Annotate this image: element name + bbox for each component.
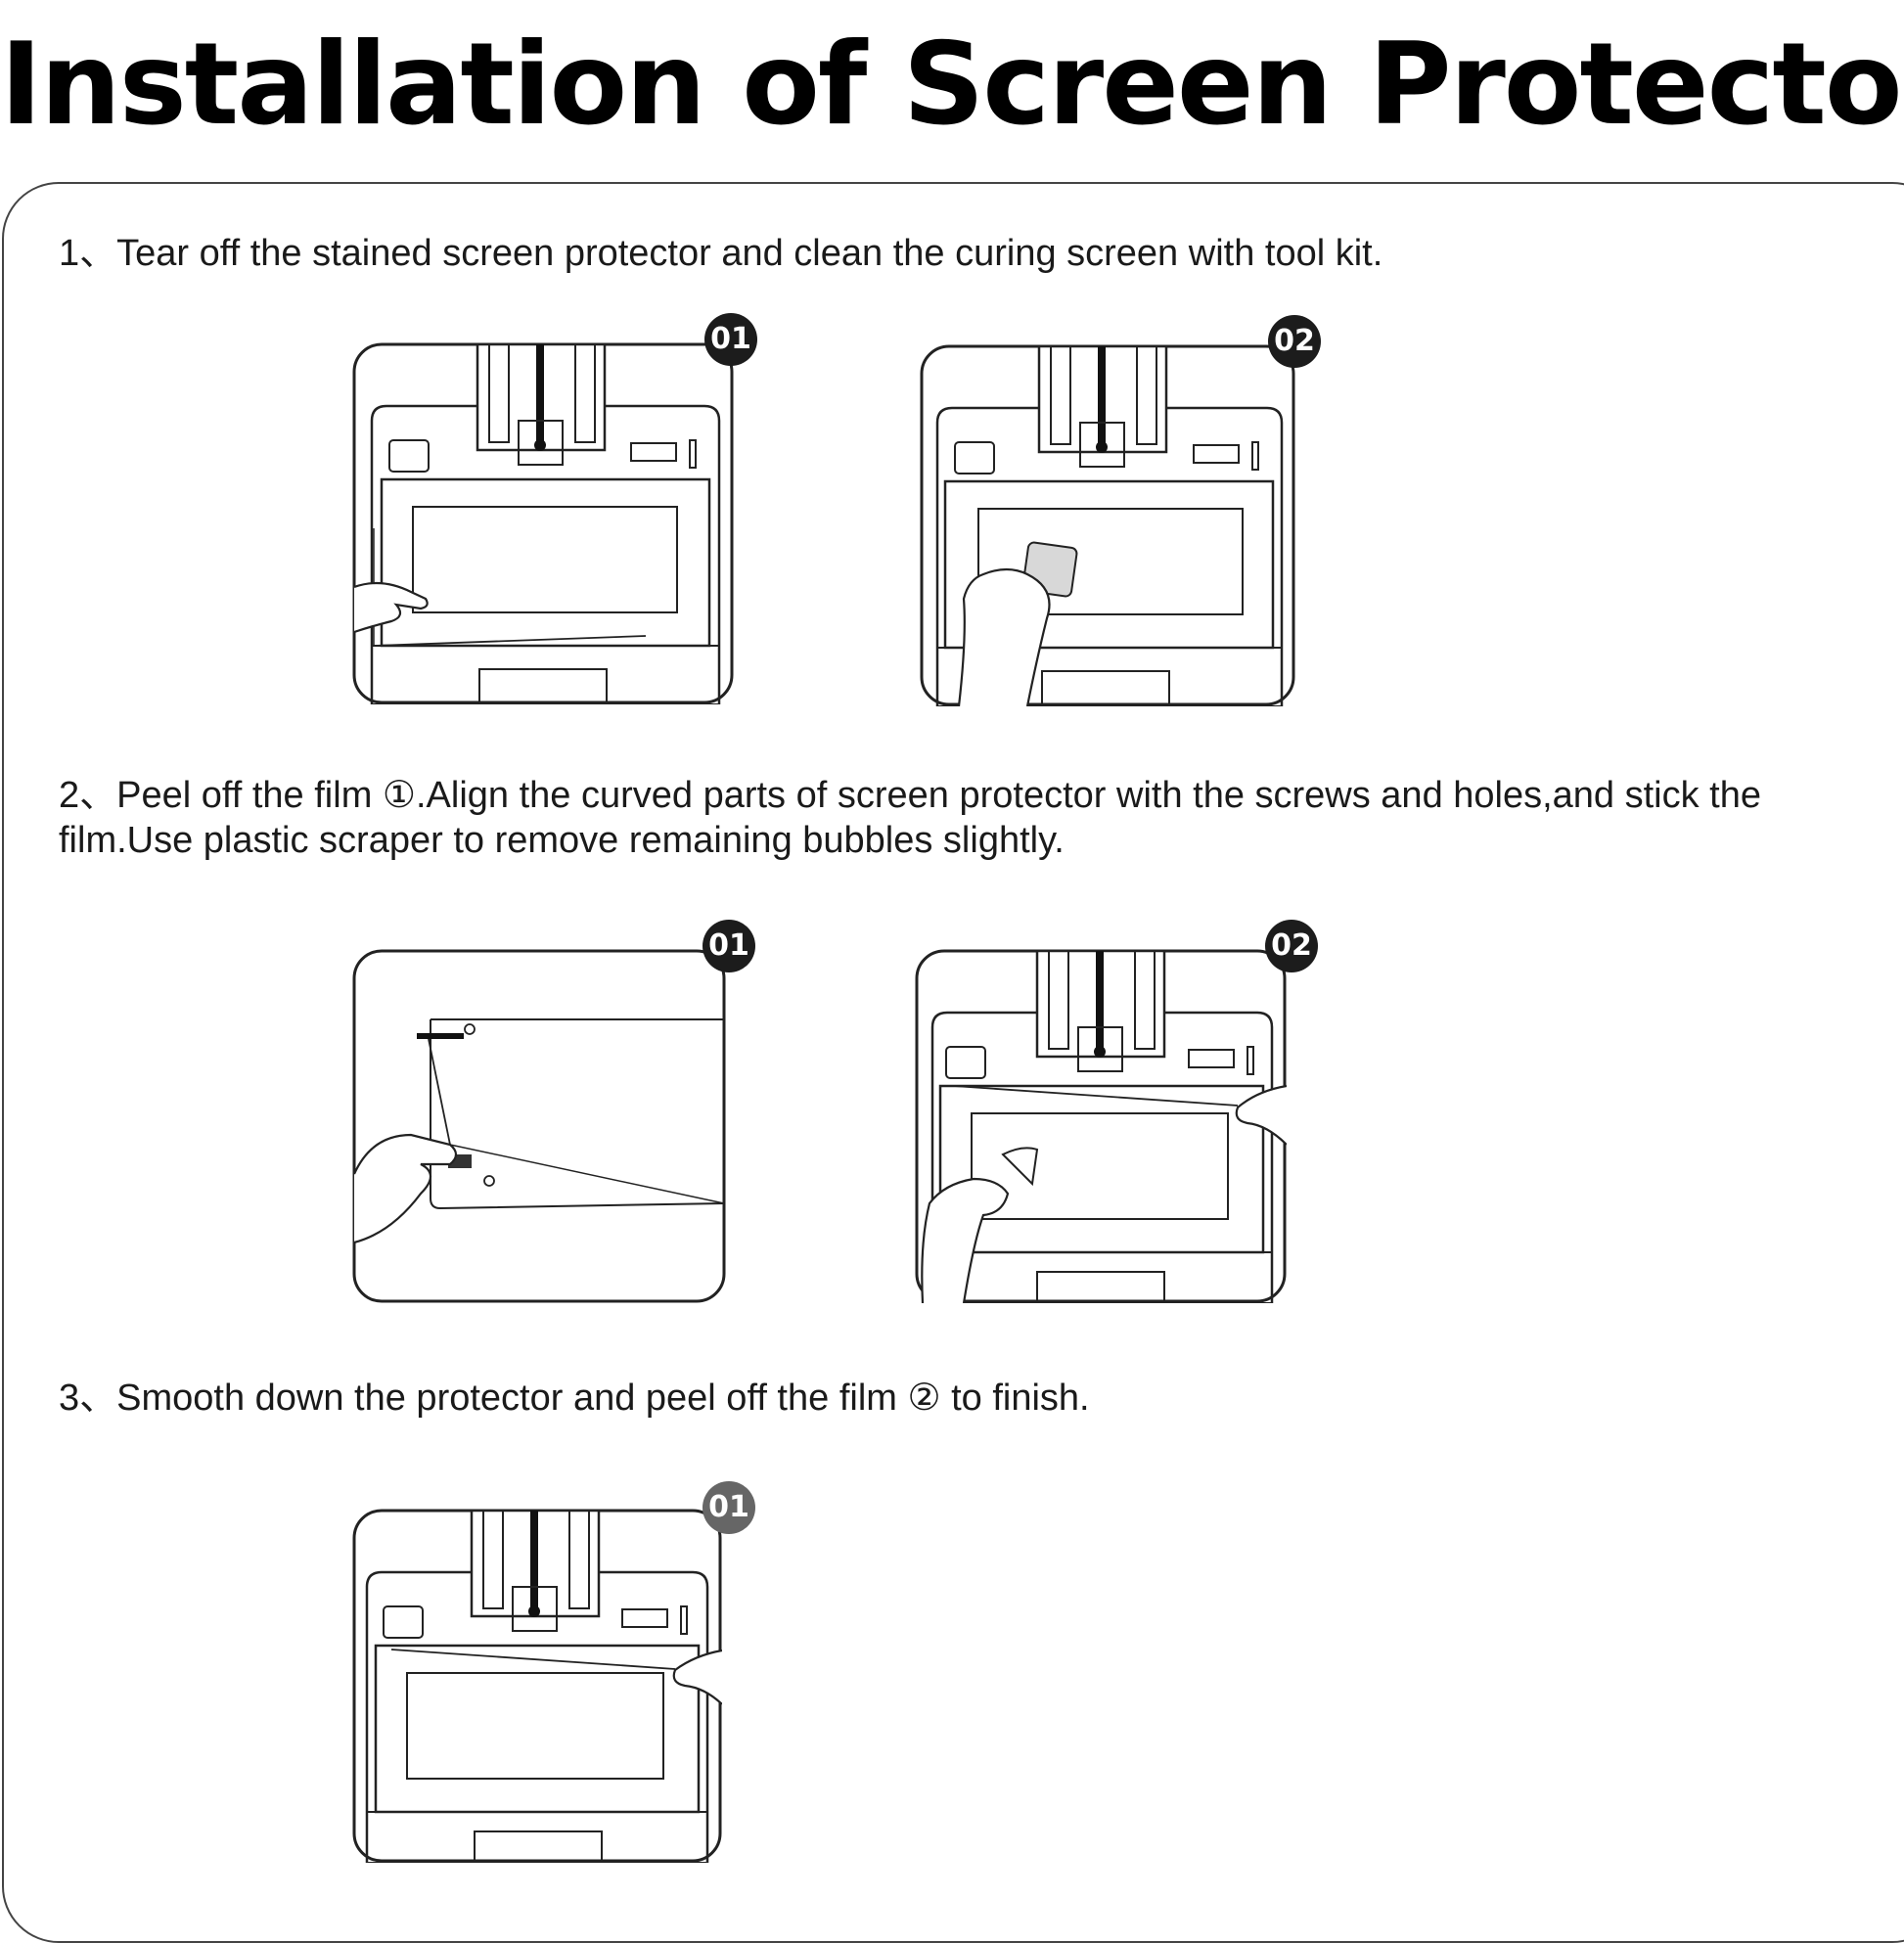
step-badge: 02	[1265, 920, 1318, 972]
resin-printer-illustration	[352, 1509, 722, 1863]
hand-illustration	[353, 581, 429, 634]
resin-printer-illustration	[915, 949, 1287, 1303]
page-title: Installation of Screen Protector	[0, 19, 1904, 151]
step-1-illustration-02: 02	[920, 315, 1321, 706]
step-2-illustration-02: 02	[915, 920, 1318, 1303]
hand-illustration	[957, 567, 1051, 706]
step-1-text: 1、Tear off the stained screen protector …	[59, 233, 1383, 274]
step-2-text: 2、Peel off the film ①.Align the curved p…	[59, 775, 1762, 861]
step-2-illustration-01: 01	[352, 920, 755, 1303]
protector-film-illustration	[352, 949, 726, 1303]
step-badge: 02	[1268, 315, 1321, 368]
step-1-illustration-01: 01	[352, 313, 757, 704]
resin-printer-illustration	[920, 344, 1295, 706]
hand-illustration	[672, 1649, 722, 1705]
resin-printer-illustration	[352, 342, 734, 704]
hand-illustration	[352, 1133, 458, 1244]
hand-illustration	[1235, 1084, 1287, 1146]
hand-illustration	[921, 1177, 1010, 1303]
step-3-text: 3、Smooth down the protector and peel off…	[59, 1378, 1090, 1419]
step-badge: 01	[703, 920, 755, 972]
step-badge: 01	[704, 313, 757, 366]
step-badge: 01	[703, 1481, 755, 1534]
step-3-illustration-01: 01	[352, 1481, 755, 1863]
